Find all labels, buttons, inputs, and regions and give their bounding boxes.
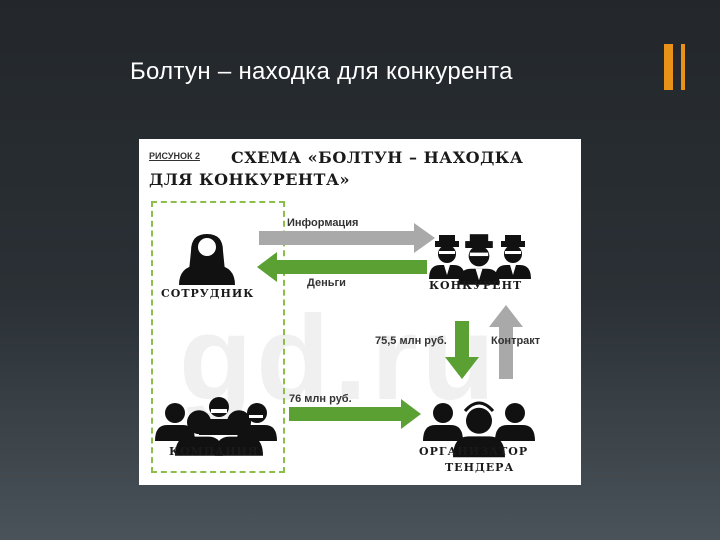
tender-organizer-group-icon (423, 401, 535, 458)
contract-up-arrow (489, 305, 523, 379)
accent-bar-thin (681, 44, 685, 90)
tender-organizer-label-line2: ТЕНДЕРА (445, 461, 515, 474)
money-label: Деньги (307, 277, 346, 289)
company-payment-arrow (289, 399, 421, 429)
slide-title: Болтун – находка для конкурента (130, 58, 513, 85)
accent-bar-thick (664, 44, 673, 90)
payment-down-arrow (445, 321, 479, 379)
company-side-dashed-frame (151, 201, 285, 473)
competitor-group-icon (429, 234, 531, 285)
figure-label: РИСУНОК 2 (149, 151, 200, 161)
scheme-graphics (155, 223, 535, 458)
competitor-label: КОНКУРЕНТ (429, 279, 523, 292)
information-arrow (259, 223, 435, 253)
figure-title-line1: СХЕМА «БОЛТУН – НАХОДКА (231, 148, 524, 167)
amount-76-label: 76 млн руб. (289, 393, 352, 405)
money-arrow (257, 252, 427, 282)
information-label: Информация (287, 217, 359, 229)
company-group-icon (155, 397, 277, 456)
scheme-figure: gd.ru РИСУНОК 2 СХЕМА «БОЛТУН – НАХОДКА … (139, 139, 581, 485)
employee-figure-icon (179, 234, 235, 285)
amount-75-label: 75,5 млн руб. (375, 335, 447, 347)
company-label: КОМПАНИЯ (169, 445, 259, 458)
contract-label: Контракт (491, 335, 541, 347)
figure-title-line2: ДЛЯ КОНКУРЕНТА» (149, 170, 350, 189)
employee-label: СОТРУДНИК (161, 287, 255, 300)
tender-organizer-label-line1: ОРГАНИЗАТОР (419, 445, 529, 458)
watermark: gd.ru (179, 291, 499, 425)
